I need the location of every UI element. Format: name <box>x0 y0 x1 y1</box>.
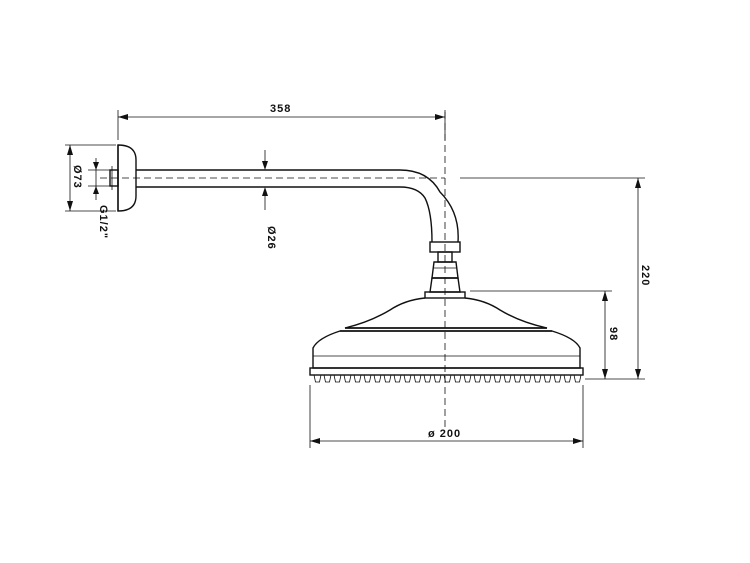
dimension-thread-label: G1/2" <box>97 205 109 239</box>
spray-nozzle <box>553 374 562 383</box>
spray-nozzle <box>343 374 352 383</box>
spray-nozzles <box>313 374 582 383</box>
spray-nozzle <box>543 374 552 383</box>
dimension-arm-diameter: Ø26 <box>262 150 277 250</box>
spray-nozzle <box>453 374 462 383</box>
dimension-height-label: 220 <box>639 265 651 286</box>
spray-nozzle <box>463 374 472 383</box>
spray-nozzle <box>313 374 322 383</box>
spray-nozzle <box>523 374 532 383</box>
spray-nozzle <box>323 374 332 383</box>
swivel-connector <box>424 241 466 299</box>
dimension-length-label: 358 <box>270 103 291 115</box>
dimension-flange-diameter: Ø73 <box>65 144 116 212</box>
spray-nozzle <box>413 374 422 383</box>
spray-nozzle <box>493 374 502 383</box>
shower-arm <box>136 169 459 243</box>
spray-nozzle <box>403 374 412 383</box>
shower-head-body <box>309 297 584 383</box>
spray-nozzle <box>383 374 392 383</box>
spray-nozzle <box>363 374 372 383</box>
spray-nozzle <box>433 374 442 383</box>
dimension-flange-diameter-label: Ø73 <box>71 165 83 189</box>
spray-nozzle <box>563 374 572 383</box>
dimension-length: 358 <box>117 103 446 140</box>
dimension-head-height-label: 98 <box>607 327 619 341</box>
spray-nozzle <box>513 374 522 383</box>
dimension-height: 220 <box>460 177 651 380</box>
spray-nozzle <box>333 374 342 383</box>
spray-nozzle <box>473 374 482 383</box>
spray-nozzle <box>353 374 362 383</box>
spray-nozzle <box>483 374 492 383</box>
spray-nozzle <box>373 374 382 383</box>
spray-nozzle <box>393 374 402 383</box>
dimension-arm-diameter-label: Ø26 <box>265 226 277 250</box>
spray-nozzle <box>423 374 432 383</box>
dimension-head-diameter: ø 200 <box>309 385 584 448</box>
dimension-head-diameter-label: ø 200 <box>428 428 461 440</box>
spray-nozzle <box>533 374 542 383</box>
spray-nozzle <box>503 374 512 383</box>
dimension-head-height: 98 <box>470 290 619 379</box>
dimension-thread: G1/2" <box>88 158 110 239</box>
spray-nozzle <box>573 374 582 383</box>
center-lines <box>100 112 446 430</box>
